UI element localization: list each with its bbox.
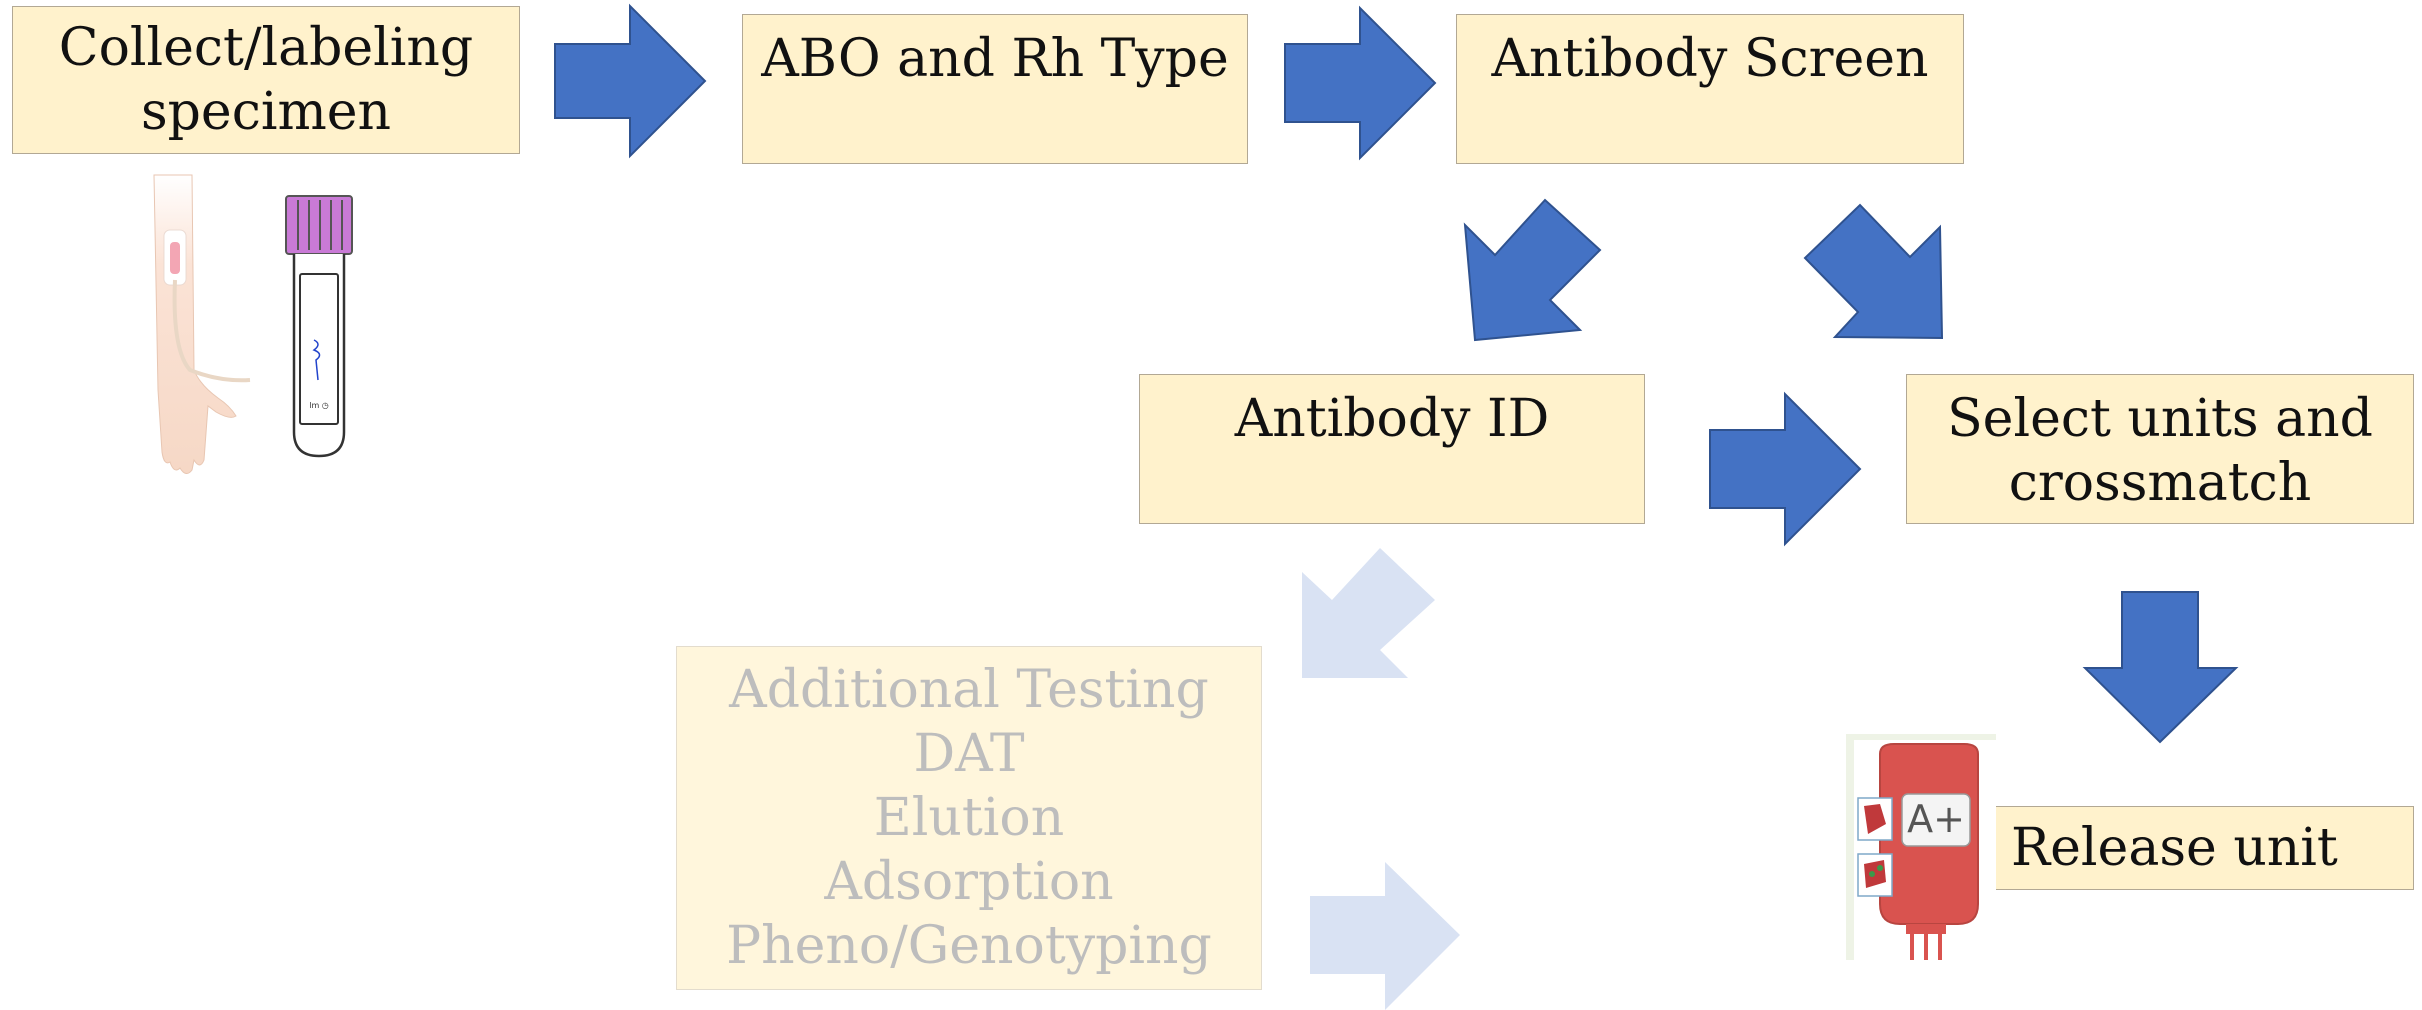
arrow-abo-to-screen	[1284, 5, 1437, 161]
step-release-unit-box: Release unit	[1990, 806, 2414, 890]
additional-line-2: DAT	[913, 724, 1025, 784]
arrow-id-to-select	[1709, 391, 1862, 547]
svg-text:lm ◷: lm ◷	[309, 401, 329, 410]
blood-type-label: A+	[1907, 797, 1965, 841]
step-abo-rh-label: ABO and Rh Type	[761, 29, 1229, 89]
arrow-select-to-release	[2082, 591, 2239, 744]
step-abo-rh-box: ABO and Rh Type	[742, 14, 1248, 164]
arrow-collect-to-abo	[554, 3, 707, 159]
step-antibody-screen-label: Antibody Screen	[1491, 29, 1929, 89]
additional-line-1: Additional Testing	[729, 660, 1209, 720]
additional-line-4: Adsorption	[824, 852, 1114, 912]
step-antibody-id-label: Antibody ID	[1234, 389, 1550, 449]
arrow-id-to-additional-faded	[1302, 548, 1435, 678]
arrow-screen-to-select	[1803, 203, 1944, 340]
step-antibody-id-box: Antibody ID	[1139, 374, 1645, 524]
arm-iv-icon	[153, 174, 251, 474]
additional-line-3: Elution	[873, 788, 1065, 848]
step-release-unit-label: Release unit	[2011, 818, 2338, 878]
additional-line-5: Pheno/Genotyping	[726, 916, 1212, 976]
step-select-line2: crossmatch	[2008, 453, 2312, 513]
step-collect-line2: specimen	[140, 82, 392, 142]
step-antibody-screen-box: Antibody Screen	[1456, 14, 1964, 164]
blood-bag-icon: A+	[1846, 734, 1996, 960]
step-collect-specimen-box: Collect/labeling specimen	[12, 6, 520, 154]
step-collect-line1: Collect/labeling	[58, 18, 474, 78]
blood-tube-icon: lm ◷	[285, 195, 353, 458]
arrow-additional-out-faded	[1310, 862, 1460, 1010]
step-additional-testing-box: Additional Testing DAT Elution Adsorptio…	[676, 646, 1262, 990]
step-select-line1: Select units and	[1947, 389, 2373, 449]
step-select-crossmatch-box: Select units and crossmatch	[1906, 374, 2414, 524]
arrow-screen-to-id	[1463, 198, 1602, 342]
